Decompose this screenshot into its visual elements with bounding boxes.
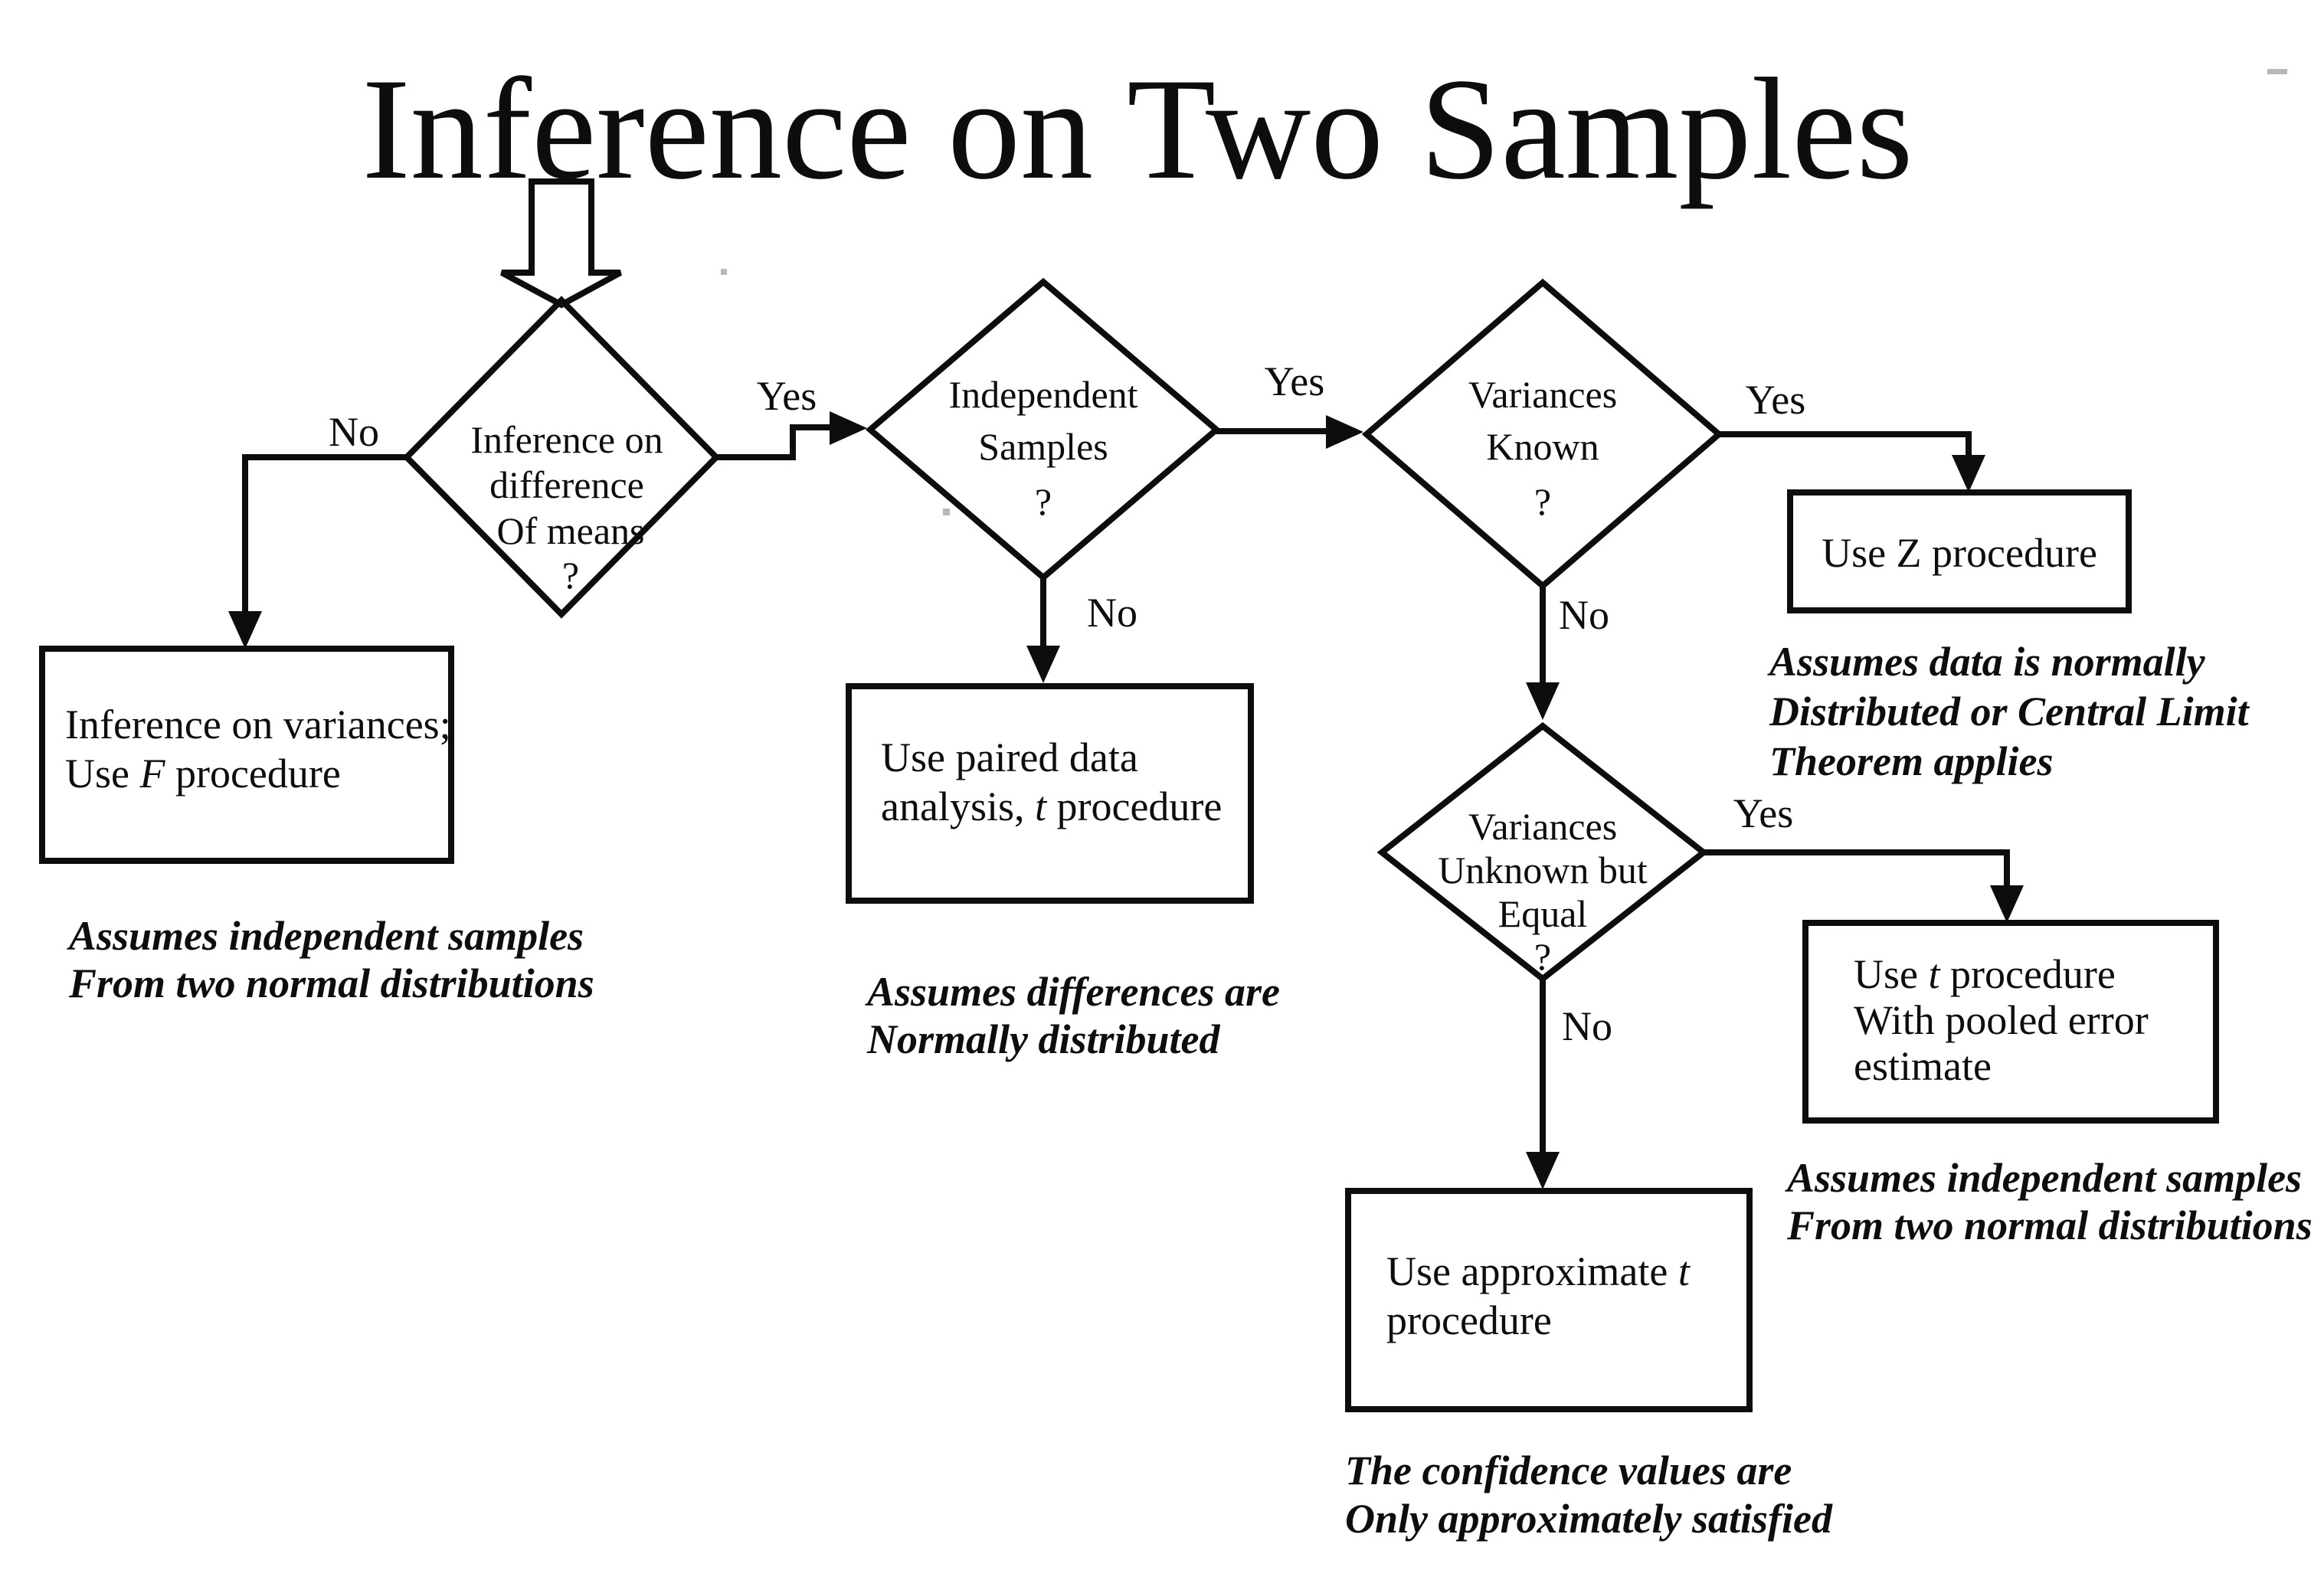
box-pooled-t-procedure: [1802, 920, 2219, 1124]
decision-independent-samples-line2: Samples: [978, 425, 1108, 468]
box-pooled-text: procedure: [1940, 951, 2116, 997]
decision-difference-of-means: [402, 296, 721, 619]
arrowhead-down-icon: [1026, 646, 1060, 683]
arrowhead-down-icon: [1526, 682, 1560, 720]
arrowhead-right-icon: [830, 411, 867, 445]
label-no-2: No: [1087, 590, 1137, 636]
decision-variances-unknown-equal-line1: Variances: [1468, 805, 1617, 848]
label-yes-3: Yes: [1746, 377, 1806, 423]
start-block-arrow-icon: [500, 178, 622, 309]
scan-speck: [943, 509, 950, 515]
caption-f-line1: Assumes independent samples: [67, 913, 584, 959]
arrowhead-down-icon: [1952, 455, 1985, 492]
box-f-procedure-line2: Use F procedure: [65, 751, 341, 796]
caption-z-line1: Assumes data is normally: [1767, 639, 2206, 685]
box-paired-text: analysis,: [881, 783, 1035, 829]
box-pooled-t-procedure-line1: Use t procedure: [1854, 951, 2116, 997]
decision-difference-of-means-line4: ?: [562, 554, 579, 597]
box-approx-t-procedure: [1345, 1188, 1753, 1412]
decision-independent-samples-line1: Independent: [948, 373, 1137, 416]
box-approx-italic-t: t: [1678, 1248, 1691, 1294]
label-no-3: No: [1559, 592, 1609, 638]
label-yes-4: Yes: [1733, 790, 1794, 836]
label-yes-2: Yes: [1265, 358, 1325, 404]
box-f-text: Use: [65, 751, 139, 796]
box-f-italic-F: F: [139, 751, 165, 796]
decision-variances-known-line2: Known: [1486, 425, 1599, 468]
label-yes-1: Yes: [757, 373, 817, 419]
decision-independent-samples-line3: ?: [1035, 480, 1052, 523]
connector-yes-to-pooled-box: [1704, 849, 2010, 887]
box-approx-t-procedure-line2: procedure: [1386, 1297, 1552, 1343]
caption-pooled-line2: From two normal distributions: [1786, 1202, 2313, 1248]
caption-z-line3: Theorem applies: [1769, 738, 2053, 784]
box-z-procedure-line1: Use Z procedure: [1822, 530, 2097, 576]
caption-approx-line2: Only approximately satisfied: [1345, 1496, 1833, 1542]
caption-paired-line1: Assumes differences are: [865, 969, 1280, 1015]
caption-approx-line1: The confidence values are: [1345, 1447, 1792, 1493]
box-approx-text: Use approximate: [1386, 1248, 1678, 1294]
arrowhead-down-icon: [1526, 1152, 1560, 1189]
box-pooled-italic-t: t: [1928, 951, 1941, 997]
connector-yes-to-independent: [716, 424, 832, 460]
label-no-1: No: [329, 409, 379, 455]
box-z-procedure: [1787, 489, 2132, 613]
box-paired-procedure-line2: analysis, t procedure: [881, 783, 1222, 829]
scan-speck: [721, 269, 727, 275]
caption-paired-line2: Normally distributed: [866, 1016, 1221, 1062]
decision-variances-known-line3: ?: [1534, 480, 1551, 523]
decision-variances-unknown-equal-line2: Unknown but: [1438, 849, 1648, 891]
page-title: Inference on Two Samples: [362, 49, 1913, 210]
box-f-procedure-line1: Inference on variances;: [65, 702, 451, 747]
box-pooled-t-procedure-line2: With pooled error: [1854, 997, 2149, 1043]
box-paired-procedure-line1: Use paired data: [881, 734, 1138, 780]
box-paired-text: procedure: [1046, 783, 1222, 829]
decision-variances-unknown-equal-line4: ?: [1534, 935, 1551, 978]
connector-no-to-f-box: [242, 454, 407, 613]
label-no-4: No: [1562, 1003, 1612, 1049]
box-pooled-text: Use: [1854, 951, 1928, 997]
caption-f-line2: From two normal distributions: [68, 960, 594, 1006]
connector-yes-to-z-box: [1719, 431, 1972, 456]
box-approx-t-procedure-line1: Use approximate t: [1386, 1248, 1691, 1294]
box-paired-italic-t: t: [1035, 783, 1048, 829]
decision-difference-of-means-line2: difference: [489, 463, 644, 506]
arrowhead-down-icon: [228, 611, 262, 649]
caption-pooled-line1: Assumes independent samples: [1785, 1155, 2302, 1201]
arrowhead-down-icon: [1990, 885, 2024, 923]
decision-difference-of-means-line1: Inference on: [470, 418, 663, 461]
decision-variances-known-line1: Variances: [1468, 373, 1617, 416]
arrowhead-right-icon: [1326, 415, 1363, 449]
scan-speck: [2267, 69, 2287, 74]
decision-variances-unknown-equal-line3: Equal: [1498, 892, 1588, 935]
box-pooled-t-procedure-line3: estimate: [1854, 1043, 1992, 1089]
box-f-text: procedure: [165, 751, 340, 796]
decision-difference-of-means-line3: Of means: [497, 509, 645, 552]
box-paired-procedure: [846, 683, 1254, 904]
caption-z-line2: Distributed or Central Limit: [1769, 689, 2250, 734]
box-f-procedure: [39, 646, 454, 864]
